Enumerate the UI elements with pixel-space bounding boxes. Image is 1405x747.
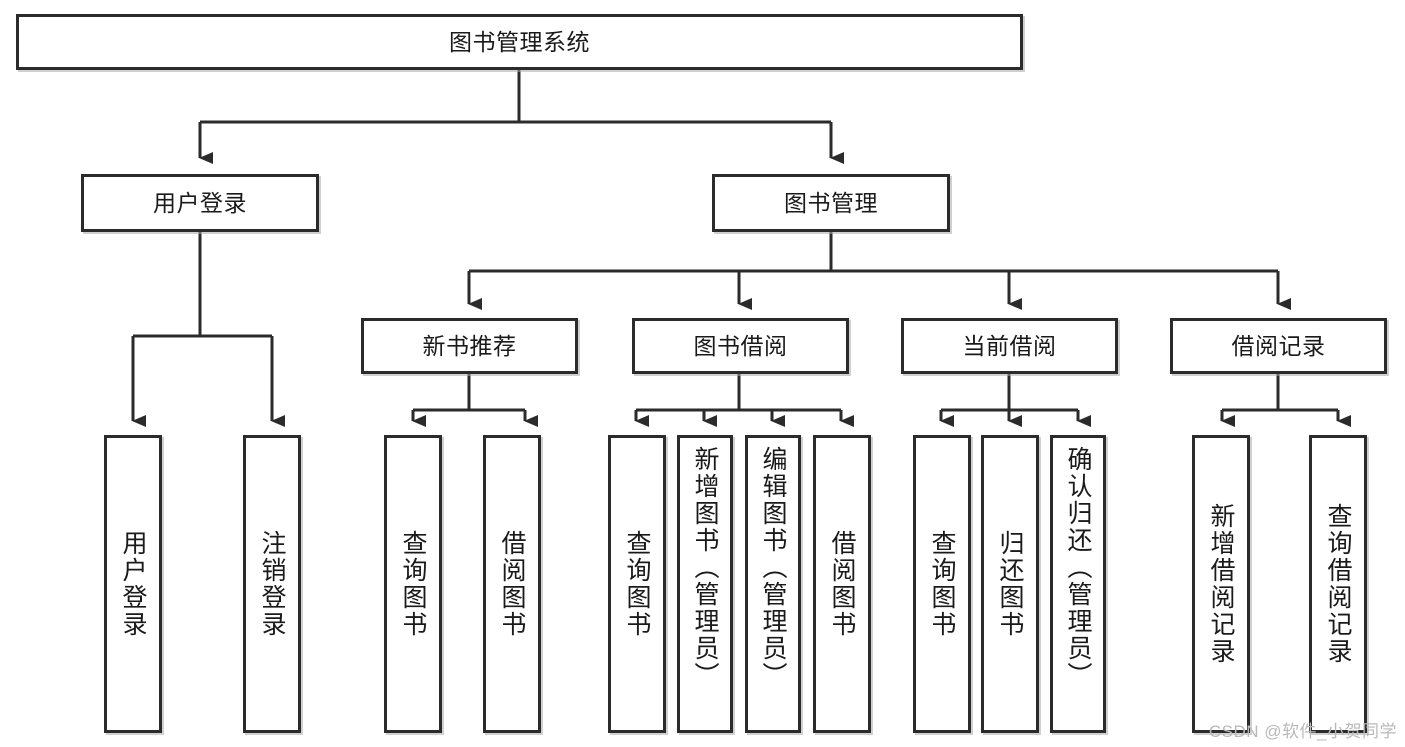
leaf-return-book[interactable]: 归还图书 bbox=[981, 435, 1039, 733]
leaf-confirm-return-admin-label: 确认归还（管理员） bbox=[1064, 446, 1092, 689]
leaf-query-book-borrow[interactable]: 查询图书 bbox=[608, 435, 666, 733]
node-user-login[interactable]: 用户登录 bbox=[81, 174, 319, 232]
leaf-query-book-borrow-label: 查询图书 bbox=[623, 530, 651, 638]
leaf-return-book-label: 归还图书 bbox=[996, 530, 1024, 638]
leaf-query-borrow-record-label: 查询借阅记录 bbox=[1324, 503, 1352, 665]
leaf-query-borrow-record[interactable]: 查询借阅记录 bbox=[1309, 435, 1367, 733]
leaf-edit-book-admin-label: 编辑图书（管理员） bbox=[759, 446, 787, 689]
leaf-borrow-book[interactable]: 借阅图书 bbox=[813, 435, 871, 733]
leaf-add-borrow-record-label: 新增借阅记录 bbox=[1207, 503, 1235, 665]
leaf-query-book-current[interactable]: 查询图书 bbox=[913, 435, 971, 733]
leaf-add-book-admin-label: 新增图书（管理员） bbox=[691, 446, 719, 689]
node-new-book-recommend[interactable]: 新书推荐 bbox=[361, 318, 578, 374]
leaf-confirm-return-admin[interactable]: 确认归还（管理员） bbox=[1050, 435, 1106, 733]
leaf-add-borrow-record[interactable]: 新增借阅记录 bbox=[1192, 435, 1250, 733]
node-book-borrow-label: 图书借阅 bbox=[693, 332, 788, 359]
leaf-borrow-book-label: 借阅图书 bbox=[828, 530, 856, 638]
leaf-query-book-current-label: 查询图书 bbox=[928, 530, 956, 638]
leaf-query-book-new-label: 查询图书 bbox=[399, 530, 427, 638]
node-book-borrow[interactable]: 图书借阅 bbox=[632, 318, 849, 374]
node-new-book-recommend-label: 新书推荐 bbox=[422, 332, 517, 359]
node-book-management-label: 图书管理 bbox=[784, 189, 878, 216]
node-root[interactable]: 图书管理系统 bbox=[16, 14, 1023, 70]
leaf-user-login[interactable]: 用户登录 bbox=[104, 435, 162, 733]
leaf-user-login-label: 用户登录 bbox=[119, 530, 147, 638]
leaf-borrow-book-new-label: 借阅图书 bbox=[498, 530, 526, 638]
leaf-edit-book-admin[interactable]: 编辑图书（管理员） bbox=[745, 435, 801, 733]
leaf-add-book-admin[interactable]: 新增图书（管理员） bbox=[677, 435, 733, 733]
leaf-borrow-book-new[interactable]: 借阅图书 bbox=[483, 435, 541, 733]
leaf-user-logout-label: 注销登录 bbox=[258, 530, 286, 638]
node-borrow-record-label: 借阅记录 bbox=[1231, 332, 1326, 359]
node-user-login-label: 用户登录 bbox=[153, 189, 247, 216]
node-book-management[interactable]: 图书管理 bbox=[712, 174, 950, 232]
node-root-label: 图书管理系统 bbox=[449, 28, 590, 55]
leaf-user-logout[interactable]: 注销登录 bbox=[243, 435, 301, 733]
node-current-borrow[interactable]: 当前借阅 bbox=[901, 318, 1118, 374]
node-current-borrow-label: 当前借阅 bbox=[962, 332, 1057, 359]
leaf-query-book-new[interactable]: 查询图书 bbox=[384, 435, 442, 733]
node-borrow-record[interactable]: 借阅记录 bbox=[1170, 318, 1387, 374]
csdn-watermark: CSDN @软件_小贺同学 bbox=[1208, 722, 1397, 741]
